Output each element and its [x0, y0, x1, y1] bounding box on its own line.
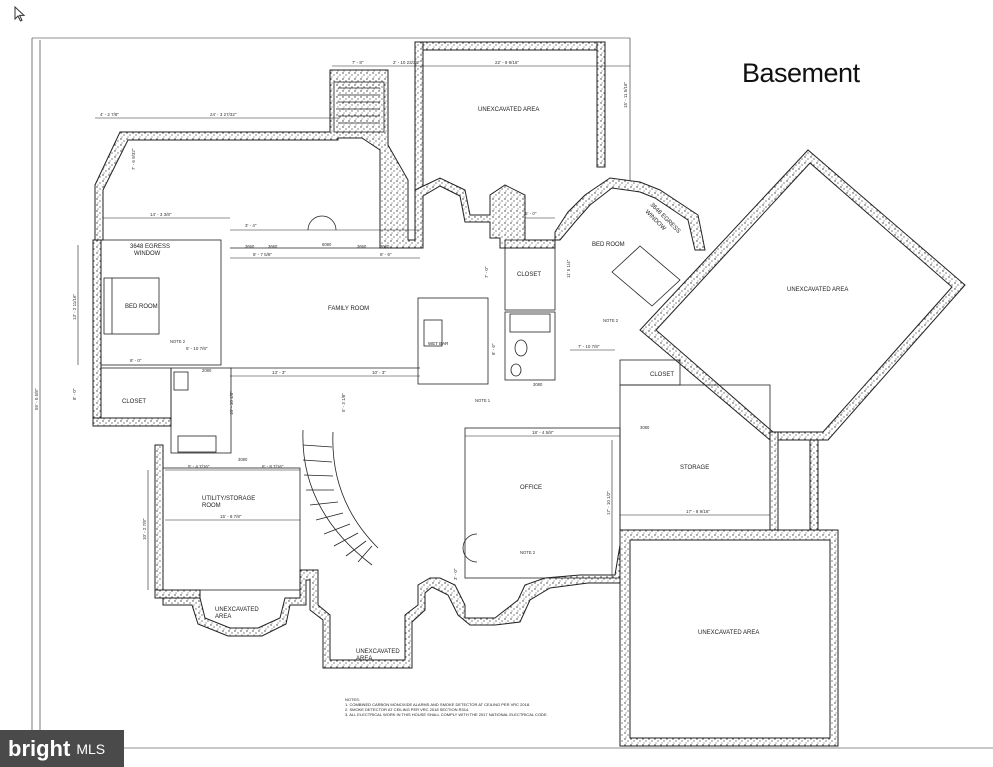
notes-line-3: 3. ALL ELECTRICAL WORK IN THIS HOUSE SHA… — [345, 712, 548, 717]
dim-bedr-a: 11' 5 1/4" — [566, 259, 571, 278]
mouse-cursor-icon — [14, 5, 26, 27]
note2-office: NOTE 2 — [520, 550, 536, 555]
dim-left-vert: 8' - 0" — [72, 388, 77, 400]
unexcavated-small-bottom-2: AREA — [356, 656, 372, 662]
dim-util-h: 10' - 2 7/8" — [142, 518, 147, 540]
egress-left-line1: 3648 EGRESS — [130, 244, 170, 250]
dim-top-stair: 7' - 8" — [352, 60, 364, 65]
door-tag-6080: 6080 — [322, 242, 332, 247]
dim-office-h: 17' - 10 1/2" — [606, 491, 611, 515]
unexcavated-small-bottom-1: UNEXCAVATED — [356, 649, 400, 655]
dim-util-a: 5' - 4 7/16" — [188, 464, 210, 469]
utility-label-line1: UTILITY/STORAGE — [202, 496, 255, 502]
storage-label: STORAGE — [680, 465, 709, 471]
door-tag-3660-b: 3660 — [268, 244, 278, 249]
door-tag-2080: 2080 — [202, 368, 212, 373]
general-notes: NOTES: 1. COMBINED CARBON MONOXIDE ALARM… — [345, 697, 548, 717]
dim-top-left: 4' - 2 7/8" — [100, 112, 119, 117]
dim-bath-a: 5' - 10 7/8" — [186, 346, 208, 351]
dim-bed-width: 14' - 3 3/8" — [150, 212, 172, 217]
dim-top-unexc: 22' - 9 9/16" — [495, 60, 519, 65]
unexcavated-small-left-2: AREA — [215, 614, 231, 620]
dim-small-b: 8' - 7 5/8" — [253, 252, 272, 257]
dim-top-small: 2' - 10 23/32" — [393, 60, 420, 65]
dim-top-wide: 24' - 3 27/32" — [210, 112, 237, 117]
dim-unexc-right: 15' - 11 5/16" — [623, 81, 628, 108]
dim-util-b: 6' - 8 7/16" — [262, 464, 284, 469]
note1-hall: NOTE 1 — [475, 398, 491, 403]
sheet-border — [31, 37, 993, 749]
family-room-label: FAMILY ROOM — [328, 306, 369, 312]
door-tag-3660-c: 3660 — [357, 244, 367, 249]
bright-mls-logo: bright MLS — [0, 730, 124, 767]
dim-bed-depth: 8' - 0" — [130, 358, 142, 363]
utility-label-line2: ROOM — [202, 503, 221, 509]
dim-hall-v: 10' - 10 1/8" — [229, 391, 234, 415]
unexcavated-top-label: UNEXCAVATED AREA — [478, 107, 539, 113]
office-label: OFFICE — [520, 485, 542, 491]
dim-bedr-b: 7' - 10 7/8" — [578, 344, 600, 349]
interior-walls — [100, 81, 771, 591]
unexcavated-right-label: UNEXCAVATED AREA — [787, 287, 848, 293]
dim-stair-v: 5' - 3 1/8" — [341, 393, 346, 412]
dimension-lines — [39, 40, 770, 745]
dim-vert-a: 7' - 0" — [484, 266, 489, 278]
unexcavated-small-left-1: UNEXCAVATED — [215, 607, 259, 613]
door-tag-3660-a: 3660 — [245, 244, 255, 249]
dim-left-small: 7' - 6 9/32" — [131, 148, 136, 170]
dim-bed-height: 13' - 2 11/16" — [72, 293, 77, 320]
closet-right-label: CLOSET — [650, 372, 674, 378]
foundation-walls — [92, 41, 966, 747]
dim-util-w: 15' - 8 7/8" — [220, 514, 242, 519]
note2-bedroom-right: NOTE 2 — [603, 318, 619, 323]
door-tag-3660-d: 3660 — [380, 244, 390, 249]
dim-storage-w: 17' - 8 9/16" — [686, 509, 710, 514]
dim-family-b: 10' - 3" — [372, 370, 386, 375]
closet-mid-label: CLOSET — [517, 272, 541, 278]
wet-bar-label: WET BAR — [428, 341, 449, 346]
bed-room-left-label: BED ROOM — [125, 304, 158, 310]
notes-line-2: 2. SMOKE DETECTOR AT CEILING PER VRC 201… — [345, 707, 469, 712]
unexcavated-bottom-label: UNEXCAVATED AREA — [698, 630, 759, 636]
egress-left-line2: WINDOW — [134, 251, 161, 257]
dim-total-h: 55' - 0 5/8" — [34, 388, 39, 410]
notes-line-1: 1. COMBINED CARBON MONOXIDE ALARMS AND S… — [345, 702, 530, 707]
dim-small-c: 8' - 9" — [380, 252, 392, 257]
door-tag-3080-storage: 3080 — [640, 425, 650, 430]
dim-vert-b: 8' - 6" — [491, 343, 496, 355]
brand-suffix: MLS — [76, 740, 106, 757]
door-tag-3080-bath: 3080 — [533, 382, 543, 387]
dim-office-w: 18' - 4 5/8" — [532, 430, 554, 435]
dim-closet-w: 5' - 0" — [525, 211, 537, 216]
dim-small-a: 3' - 4" — [245, 223, 257, 228]
dim-family-a: 13' - 3" — [272, 370, 286, 375]
notes-heading: NOTES: — [345, 697, 360, 702]
note2-bedroom-left: NOTE 2 — [170, 339, 186, 344]
door-tag-3080-utility: 3080 — [238, 457, 248, 462]
closet-left-label: CLOSET — [122, 399, 146, 405]
brand-name: bright — [8, 735, 71, 761]
bed-room-right-label: BED ROOM — [592, 242, 625, 248]
page-title: Basement — [742, 58, 860, 88]
dim-office-v: 3' - 0" — [453, 568, 458, 580]
